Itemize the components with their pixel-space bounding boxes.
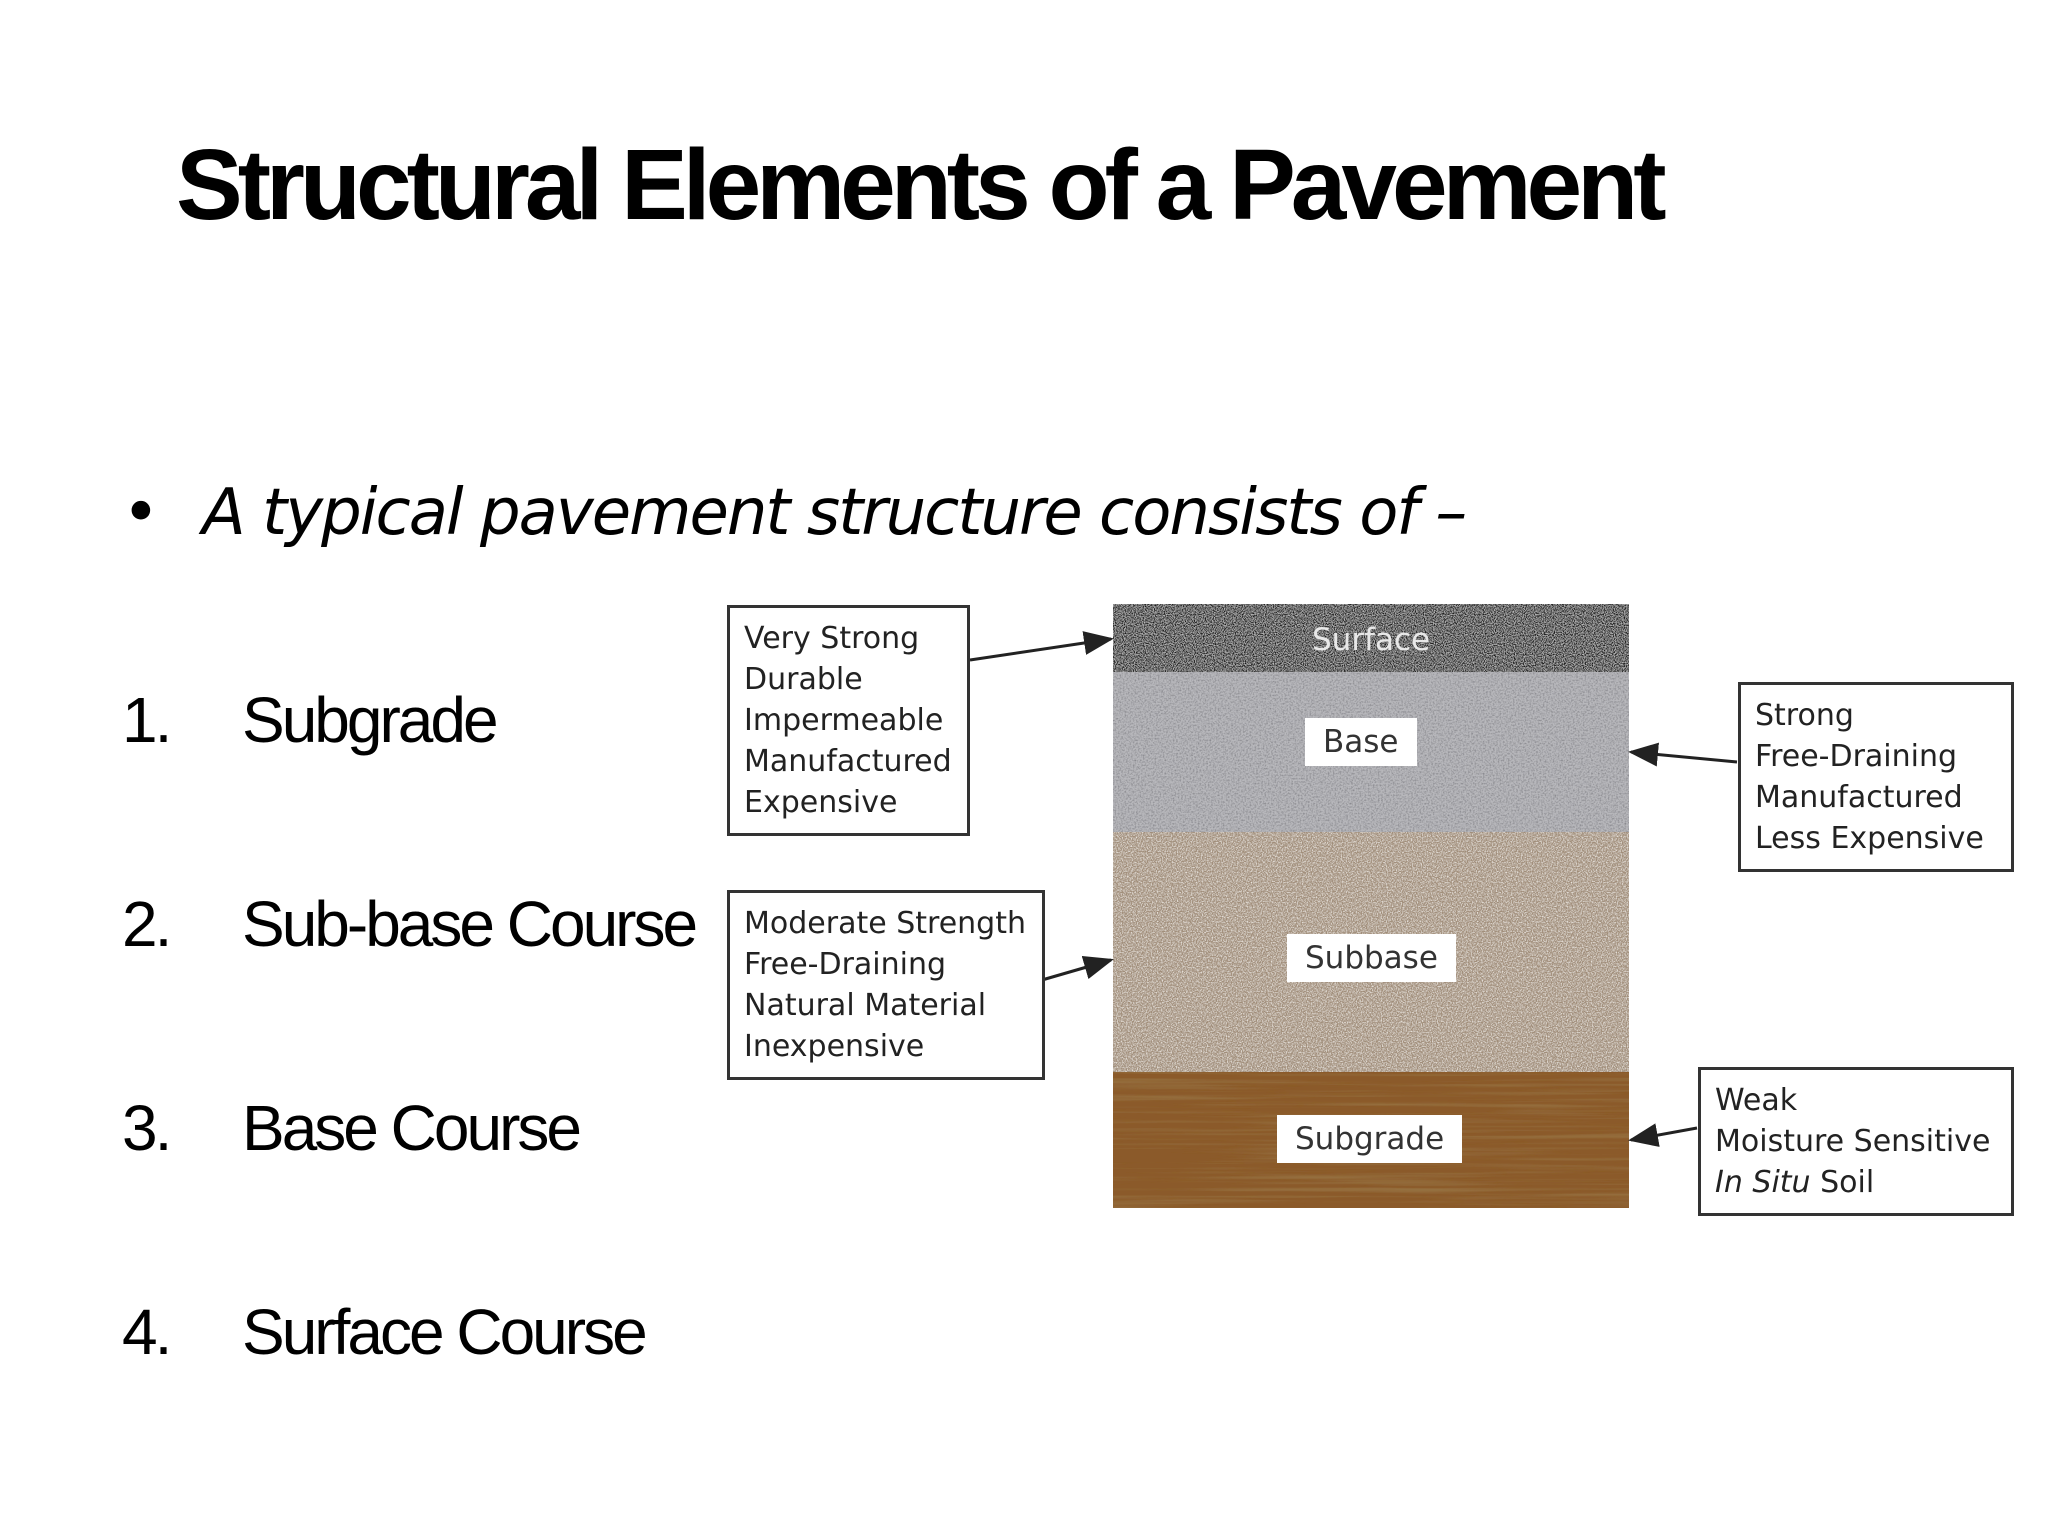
in-situ-text: In Situ xyxy=(1715,1165,1811,1200)
property-line: Strong xyxy=(1755,698,1854,733)
surface-properties-box: Very Strong Durable Impermeable Manufact… xyxy=(727,605,970,836)
list-number: 4. xyxy=(122,1296,172,1368)
list-item-base-course: 3. Base Course xyxy=(122,1090,582,1167)
property-line-soil: In Situ Soil xyxy=(1715,1162,1997,1203)
property-line: Free-Draining xyxy=(744,947,947,982)
bullet-text: A typical pavement structure consists of… xyxy=(202,476,1467,550)
list-number: 3. xyxy=(122,1092,172,1164)
property-line: Inexpensive xyxy=(744,1029,925,1064)
base-properties-box: Strong Free-Draining Manufactured Less E… xyxy=(1738,682,2014,872)
property-line: Natural Material xyxy=(744,988,987,1023)
property-line: Durable xyxy=(744,662,863,697)
soil-text: Soil xyxy=(1810,1165,1875,1200)
base-layer-label: Base xyxy=(1305,718,1417,766)
list-item-subgrade: 1. Subgrade xyxy=(122,682,499,759)
property-line: Less Expensive xyxy=(1755,821,1984,856)
list-text: Surface Course xyxy=(242,1296,648,1368)
list-text: Subgrade xyxy=(242,684,499,756)
bullet-intro: • A typical pavement structure consists o… xyxy=(122,475,1467,552)
bullet-symbol: • xyxy=(122,476,160,550)
property-line: Weak xyxy=(1715,1083,1798,1118)
subgrade-layer-label: Subgrade xyxy=(1277,1115,1463,1163)
slide-title: Structural Elements of a Pavement xyxy=(176,129,1667,241)
property-line: Moisture Sensitive xyxy=(1715,1124,1991,1159)
property-line: Moderate Strength xyxy=(744,906,1026,941)
property-line: Manufactured xyxy=(1755,780,1963,815)
property-line: Manufactured xyxy=(744,744,952,779)
property-line: Free-Draining xyxy=(1755,739,1958,774)
surface-layer xyxy=(1113,604,1629,672)
subgrade-arrow xyxy=(1628,1123,1698,1147)
surface-arrow xyxy=(969,631,1114,662)
subbase-properties-box: Moderate Strength Free-Draining Natural … xyxy=(727,890,1045,1080)
subgrade-properties-box: Weak Moisture Sensitive In Situ Soil xyxy=(1698,1067,2014,1216)
property-line: Impermeable xyxy=(744,703,944,738)
list-text: Base Course xyxy=(242,1092,582,1164)
list-item-subbase-course: 2. Sub-base Course xyxy=(122,886,698,963)
property-line: Very Strong xyxy=(744,621,920,656)
list-text: Sub-base Course xyxy=(242,888,698,960)
property-line: Expensive xyxy=(744,785,898,820)
list-item-surface-course: 4. Surface Course xyxy=(122,1294,648,1371)
list-number: 1. xyxy=(122,684,172,756)
base-arrow xyxy=(1628,742,1738,767)
subbase-layer-label: Subbase xyxy=(1287,934,1456,982)
subbase-arrow xyxy=(1041,955,1114,982)
list-number: 2. xyxy=(122,888,172,960)
surface-layer-label: Surface xyxy=(1312,622,1431,658)
